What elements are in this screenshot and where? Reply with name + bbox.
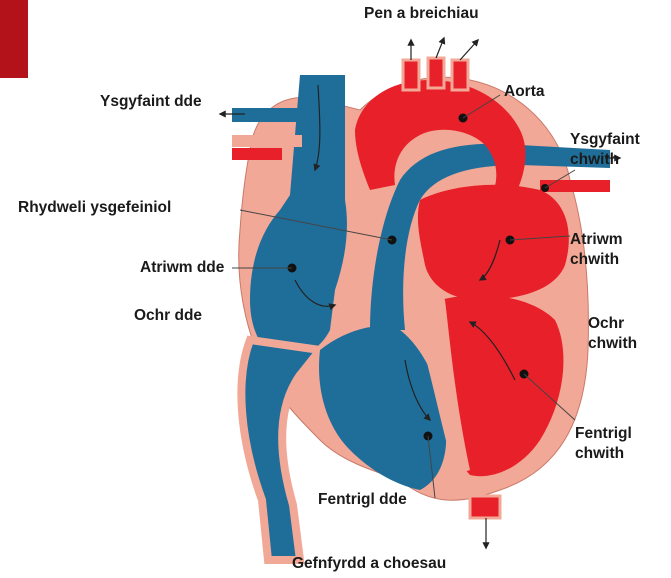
label-left-side-line1: Ochr (588, 314, 637, 334)
descending-aorta-bottom (470, 496, 500, 518)
label-left-atrium: Atriwm chwith (570, 230, 623, 270)
aorta-branch-1 (403, 60, 419, 90)
label-right-lung: Ysgyfaint dde (100, 92, 202, 112)
label-trunk-legs: Gefnfyrdd a choesau (292, 554, 446, 574)
label-left-atrium-line1: Atriwm (570, 230, 623, 250)
pulmonary-branch-right-lower (232, 135, 302, 147)
label-right-ventricle: Fentrigl dde (318, 490, 407, 510)
label-aorta: Aorta (504, 82, 544, 102)
label-left-lung-line1: Ysgyfaint (570, 130, 640, 150)
pulmonary-vein-left (540, 180, 610, 192)
arrow-head-3 (460, 40, 478, 60)
left-atrium (418, 185, 569, 300)
label-left-atrium-line2: chwith (570, 250, 623, 270)
label-pulmonary-artery: Rhydweli ysgefeiniol (18, 198, 171, 218)
label-left-side-line2: chwith (588, 334, 637, 354)
pulmonary-vein-right (232, 148, 282, 160)
label-left-ventricle: Fentrigl chwith (575, 424, 632, 464)
label-right-side: Ochr dde (134, 306, 202, 326)
label-left-lung-line2: chwith (570, 150, 640, 170)
label-right-atrium: Atriwm dde (140, 258, 224, 278)
label-head-arms: Pen a breichiau (364, 4, 479, 24)
pulmonary-branch-right-upper (232, 108, 302, 122)
label-left-side: Ochr chwith (588, 314, 637, 354)
label-left-lung: Ysgyfaint chwith (570, 130, 640, 170)
aorta-branch-2 (428, 58, 444, 88)
aorta-branch-3 (452, 60, 468, 90)
label-left-ventricle-line1: Fentrigl (575, 424, 632, 444)
arrow-head-2 (436, 38, 444, 58)
label-left-ventricle-line2: chwith (575, 444, 632, 464)
